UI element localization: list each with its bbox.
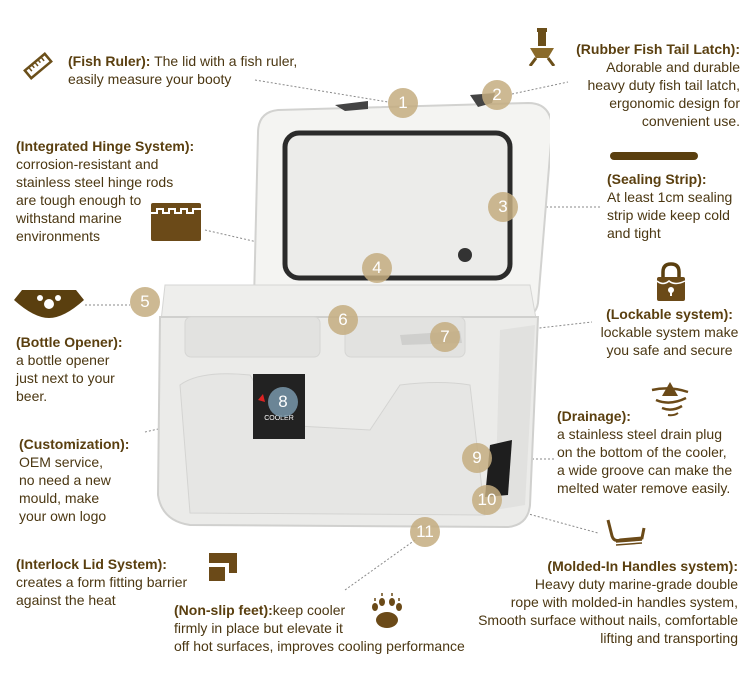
marker-1[interactable]: 1: [388, 88, 418, 118]
bottle-opener-icon: [14, 290, 84, 318]
marker-6[interactable]: 6: [328, 305, 358, 335]
marker-8[interactable]: 8: [268, 387, 298, 417]
interlock-icon: [209, 553, 237, 581]
hinge-icon: [151, 203, 201, 241]
drain-icon: [651, 382, 689, 417]
marker-3[interactable]: 3: [488, 192, 518, 222]
marker-2[interactable]: 2: [482, 80, 512, 110]
feature-fish-tail-latch: (Rubber Fish Tail Latch): Adorable and d…: [576, 41, 740, 129]
paw-icon: [372, 593, 402, 628]
feature-hinge-system: (Integrated Hinge System): corrosion-res…: [16, 138, 195, 244]
feature-drainage: (Drainage): a stainless steel drain plug…: [557, 408, 733, 496]
marker-9[interactable]: 9: [462, 443, 492, 473]
feature-non-slip-feet: (Non-slip feet):keep cooler firmly in pl…: [174, 602, 465, 654]
feature-sealing-strip: (Sealing Strip): At least 1cm sealing st…: [607, 171, 733, 241]
marker-7[interactable]: 7: [430, 322, 460, 352]
marker-10[interactable]: 10: [472, 485, 502, 515]
marker-5[interactable]: 5: [130, 287, 160, 317]
feature-fish-ruler: (Fish Ruler): The lid with a fish ruler,…: [68, 53, 298, 87]
feature-interlock-lid: (Interlock Lid System): creates a form f…: [16, 556, 188, 608]
feature-lockable-system: (Lockable system): lockable system make …: [600, 306, 739, 358]
feature-molded-in-handles: (Molded-In Handles system): Heavy duty m…: [478, 558, 738, 646]
handle-icon: [606, 519, 646, 546]
sealing-strip-icon: [610, 152, 698, 160]
feature-customization: (Customization): OEM service, no need a …: [19, 436, 130, 524]
ruler-icon: [23, 52, 53, 80]
feature-bottle-opener: (Bottle Opener): a bottle opener just ne…: [16, 334, 123, 404]
fish-tail-latch-icon: [528, 28, 556, 66]
padlock-icon: [656, 262, 686, 301]
marker-11[interactable]: 11: [410, 517, 440, 547]
marker-4[interactable]: 4: [362, 253, 392, 283]
svg-text:COOLER: COOLER: [264, 415, 294, 422]
